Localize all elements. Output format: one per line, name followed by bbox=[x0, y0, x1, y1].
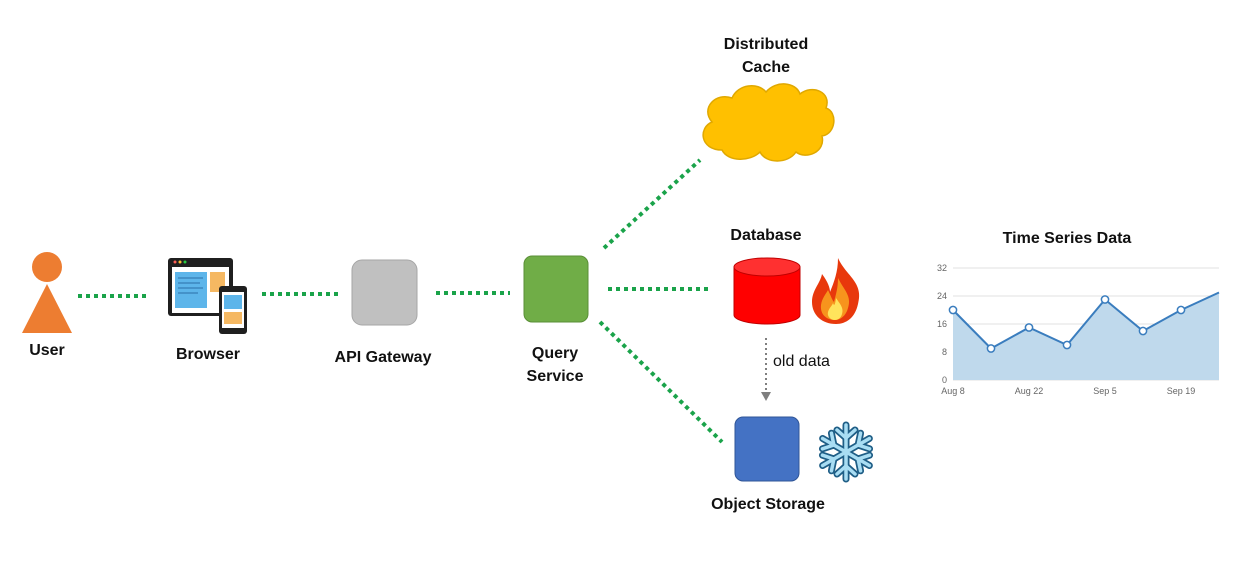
old-data-arrow bbox=[761, 338, 771, 401]
chart-point bbox=[1138, 326, 1148, 336]
cache-label-line2: Cache bbox=[741, 59, 791, 76]
chart-ytick-label: 32 bbox=[937, 263, 947, 273]
connector-query-storage bbox=[598, 320, 724, 444]
fire-icon bbox=[812, 258, 860, 324]
cloud-icon bbox=[702, 83, 835, 162]
query-service-box bbox=[523, 255, 589, 323]
chart-point bbox=[1176, 305, 1186, 315]
chart-ytick-label: 24 bbox=[937, 291, 947, 301]
chart-ytick-label: 16 bbox=[937, 319, 947, 329]
database-label: Database bbox=[730, 227, 802, 244]
chart-title: Time Series Data bbox=[1003, 230, 1132, 247]
chart-xtick-label: Aug 22 bbox=[1015, 386, 1044, 396]
chart-ytick-label: 8 bbox=[942, 347, 947, 357]
connectors bbox=[78, 158, 724, 444]
cache-label: Distributed Cache bbox=[700, 33, 832, 79]
chart-point bbox=[1024, 323, 1034, 332]
api-gateway-label: API Gateway bbox=[334, 349, 432, 366]
object-storage-label: Object Storage bbox=[711, 496, 825, 513]
api-gateway-box bbox=[351, 259, 418, 326]
chart-xtick-label: Sep 19 bbox=[1167, 386, 1196, 396]
user-label: User bbox=[29, 342, 65, 359]
chart-xtick-label: Aug 8 bbox=[941, 386, 965, 396]
chart-series-line bbox=[952, 291, 1220, 350]
browser-devices-icon bbox=[168, 258, 247, 334]
query-service-label-line1: Query bbox=[531, 345, 579, 362]
query-service-label: Query Service bbox=[505, 342, 605, 388]
object-storage-box bbox=[734, 416, 800, 482]
chart-ytick-label: 0 bbox=[942, 375, 947, 385]
cylinder-icon bbox=[733, 257, 801, 325]
chart-point bbox=[986, 344, 996, 353]
cache-label-line1: Distributed bbox=[723, 36, 809, 53]
person-icon bbox=[22, 252, 72, 333]
connector-query-cache bbox=[602, 158, 702, 250]
chart-point bbox=[1062, 340, 1072, 350]
chart-point bbox=[1100, 295, 1110, 304]
chart-area bbox=[953, 292, 1219, 380]
browser-label: Browser bbox=[175, 346, 241, 363]
old-data-label: old data bbox=[773, 353, 830, 370]
query-service-label-line2: Service bbox=[526, 368, 584, 385]
snowflake-icon bbox=[818, 421, 874, 479]
chart-point bbox=[948, 305, 958, 315]
chart-xtick-label: Sep 5 bbox=[1093, 386, 1117, 396]
